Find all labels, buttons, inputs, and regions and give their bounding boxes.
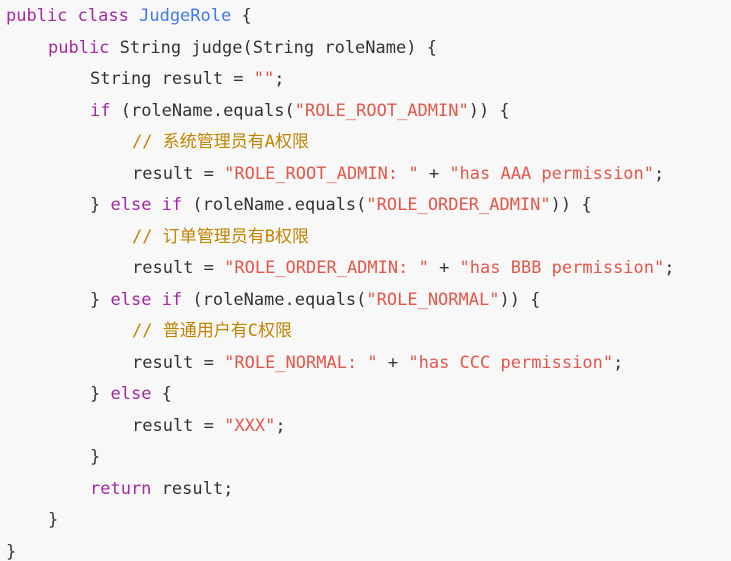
string-literal: "XXX"	[224, 415, 276, 436]
string-literal: "has AAA permission"	[449, 163, 655, 184]
code-text: ;	[664, 258, 675, 278]
code-text: (roleName.equals(	[182, 195, 367, 215]
closing-brace: }	[6, 541, 17, 561]
code-text: {	[231, 6, 252, 26]
keyword-else: else	[110, 384, 152, 404]
code-text: ;	[275, 415, 286, 436]
code-line-7: } else if (roleName.equals("ROLE_ORDER_A…	[0, 190, 731, 222]
code-line-16: return result;	[0, 474, 731, 506]
code-comment: // 系统管理员有A权限	[132, 132, 309, 152]
code-line-2: public String judge(String roleName) {	[0, 33, 731, 65]
code-line-1: public class JudgeRole {	[0, 1, 731, 33]
keyword-class: class	[77, 6, 129, 26]
string-literal: "ROLE_ORDER_ADMIN"	[366, 195, 551, 215]
code-line-12: result = "ROLE_NORMAL: " + "has CCC perm…	[0, 348, 731, 380]
code-text: result =	[132, 258, 225, 278]
code-line-5: // 系统管理员有A权限	[0, 127, 731, 159]
code-line-4: if (roleName.equals("ROLE_ROOT_ADMIN")) …	[0, 96, 731, 128]
keyword-return: return	[90, 478, 152, 499]
code-text: )) {	[550, 195, 592, 215]
class-name: JudgeRole	[139, 6, 232, 26]
keyword-if: if	[161, 289, 183, 310]
string-literal: ""	[253, 69, 275, 89]
code-comment: // 普通用户有C权限	[132, 321, 292, 341]
code-line-17: }	[0, 505, 731, 537]
code-comment: // 订单管理员有B权限	[132, 226, 309, 247]
code-line-3: String result = "";	[0, 64, 731, 96]
code-text: +	[428, 258, 460, 278]
string-literal: "ROLE_NORMAL"	[366, 289, 500, 310]
code-text: String result =	[90, 69, 254, 89]
string-literal: "ROLE_ROOT_ADMIN: "	[224, 163, 419, 184]
method-signature: String judge(String roleName) {	[109, 37, 437, 58]
keyword-if: if	[161, 195, 183, 215]
code-text	[151, 290, 161, 310]
keyword-public: public	[48, 37, 110, 58]
string-literal: "has CCC permission"	[408, 352, 614, 373]
code-text: (roleName.equals(	[182, 289, 367, 310]
code-text: }	[90, 195, 111, 215]
code-text: }	[90, 384, 111, 404]
code-text: ;	[654, 163, 665, 184]
string-literal: "ROLE_NORMAL: "	[224, 352, 378, 373]
code-line-13: } else {	[0, 379, 731, 411]
code-line-14: result = "XXX";	[0, 411, 731, 443]
string-literal: "ROLE_ORDER_ADMIN: "	[224, 258, 429, 278]
code-line-8: // 订单管理员有B权限	[0, 222, 731, 254]
code-line-15: }	[0, 442, 731, 474]
code-text: +	[377, 352, 409, 373]
code-text: )) {	[468, 100, 510, 121]
code-text: }	[90, 289, 111, 310]
code-line-18: }	[0, 537, 731, 561]
closing-brace: }	[48, 510, 59, 530]
string-literal: "ROLE_ROOT_ADMIN"	[294, 100, 469, 121]
closing-brace: }	[90, 447, 101, 467]
code-text: ;	[613, 352, 624, 373]
keyword-else: else	[110, 289, 152, 310]
code-text: )) {	[499, 289, 541, 310]
code-text: result =	[132, 163, 225, 184]
code-text	[151, 195, 161, 215]
code-text: ;	[274, 69, 285, 89]
code-text: result;	[151, 478, 234, 499]
keyword-public: public	[6, 6, 68, 26]
string-literal: "has BBB permission"	[459, 258, 665, 278]
code-line-9: result = "ROLE_ORDER_ADMIN: " + "has BBB…	[0, 253, 731, 285]
code-line-10: } else if (roleName.equals("ROLE_NORMAL"…	[0, 285, 731, 317]
code-text: result =	[132, 415, 225, 436]
code-line-11: // 普通用户有C权限	[0, 316, 731, 348]
code-text: result =	[132, 352, 225, 373]
code-line-6: result = "ROLE_ROOT_ADMIN: " + "has AAA …	[0, 159, 731, 191]
keyword-if: if	[90, 100, 111, 121]
code-text: (roleName.equals(	[110, 100, 295, 121]
code-text: {	[151, 384, 172, 404]
keyword-else: else	[110, 195, 152, 215]
code-text: +	[418, 163, 450, 184]
